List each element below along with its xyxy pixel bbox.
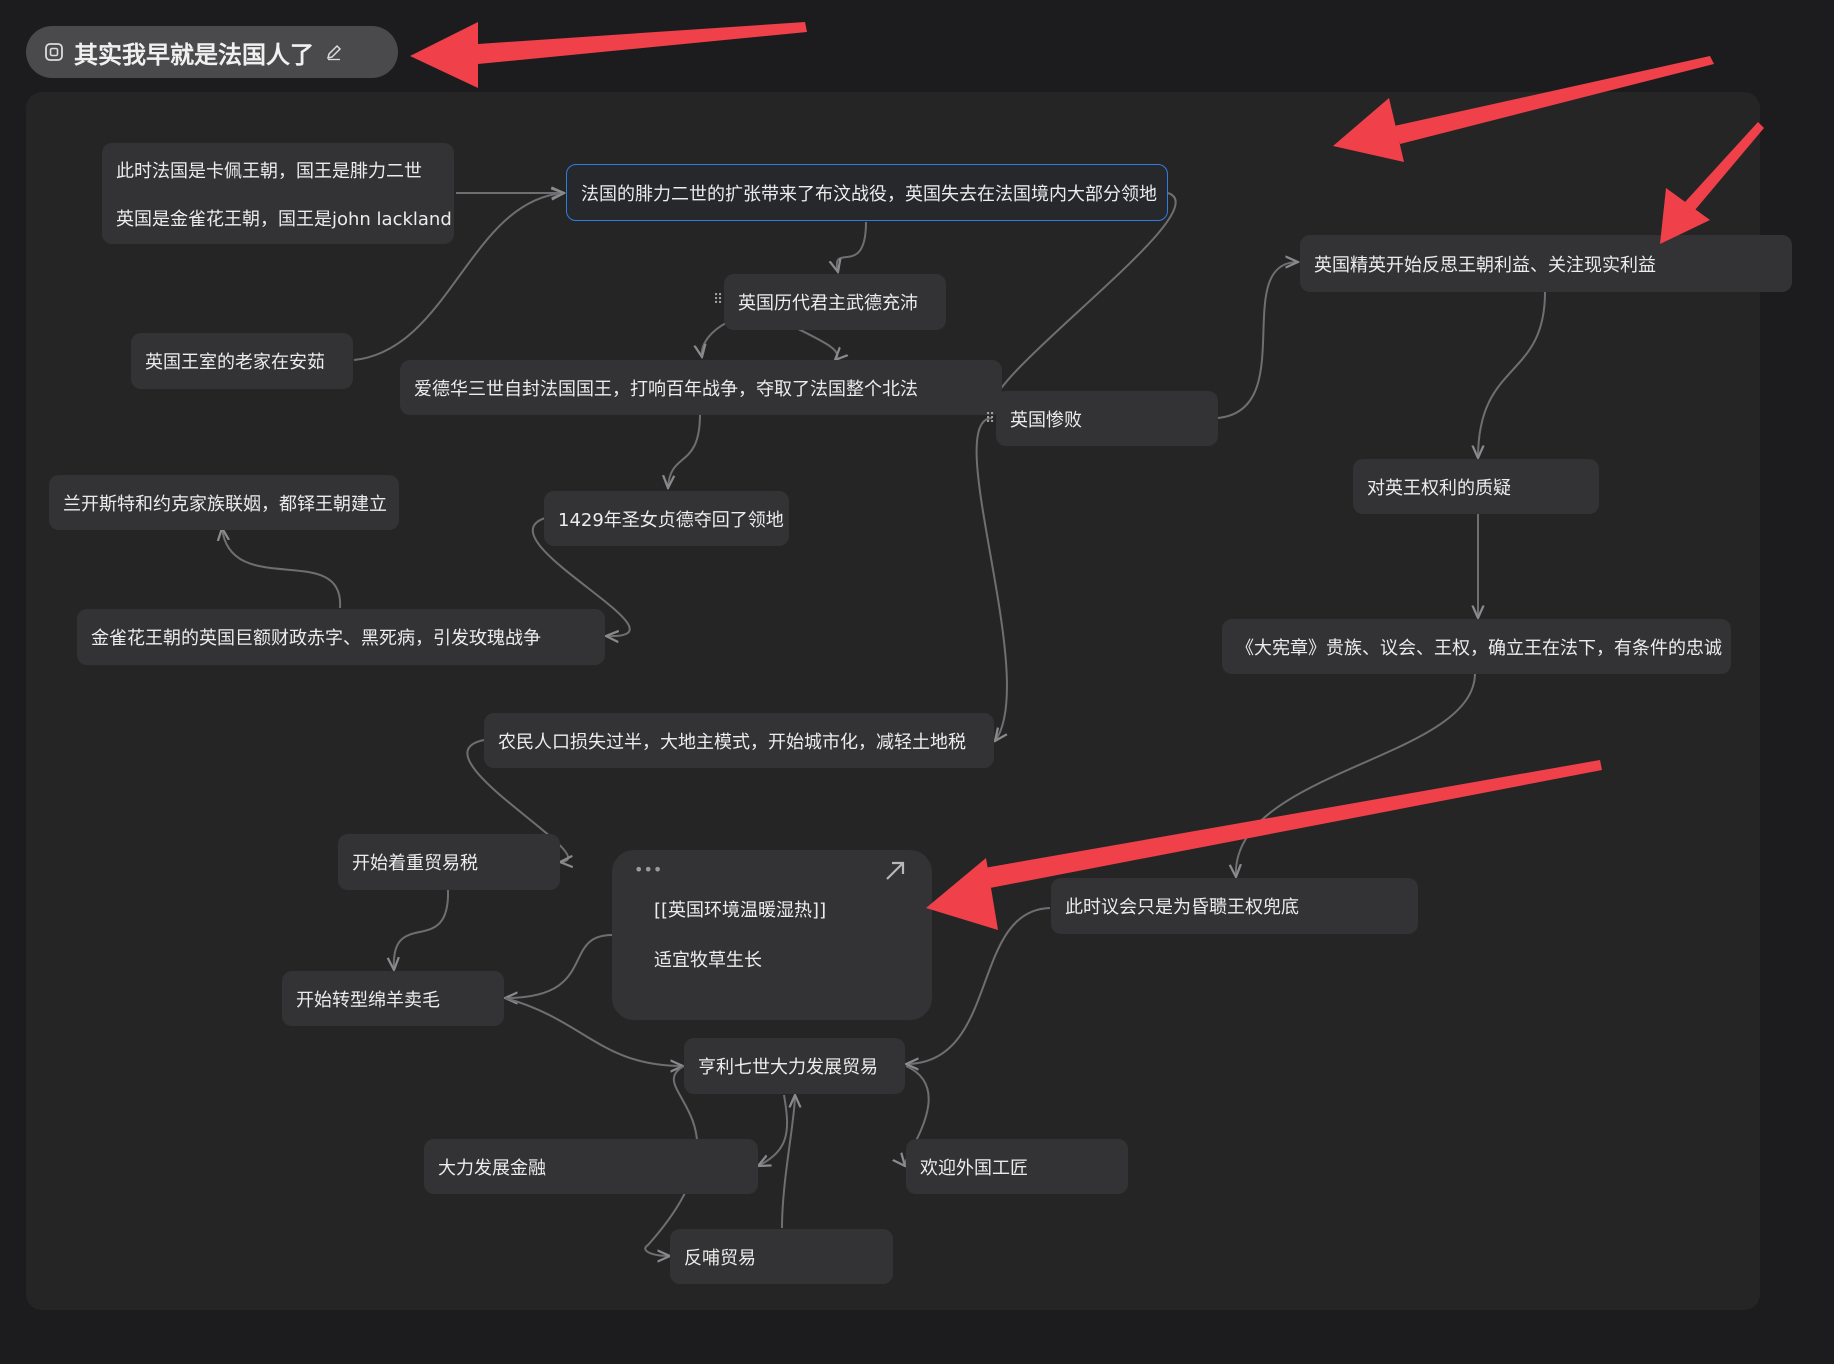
node-hundred-years-war[interactable]: 爱德华三世自封法国国王，打响百年战争，夺取了法国整个北法 — [400, 360, 1002, 415]
node-wars-of-roses[interactable]: 金雀花王朝的英国巨额财政赤字、黑死病，引发玫瑰战争 — [77, 609, 605, 665]
expand-icon[interactable] — [882, 858, 908, 888]
edge-card-n16 — [505, 934, 613, 998]
canvas-icon — [44, 42, 64, 62]
edge-n13-n14 — [466, 739, 568, 862]
node-joan-of-arc[interactable]: 1429年圣女贞德夺回了领地 — [544, 491, 789, 546]
edge-n6-n13 — [975, 417, 1008, 741]
edge-n9-n11 — [531, 517, 631, 636]
node-label: 爱德华三世自封法国国王，打响百年战争，夺取了法国整个北法 — [414, 378, 918, 400]
node-label: 开始着重贸易税 — [352, 853, 478, 874]
node-label: 欢迎外国工匠 — [920, 1157, 1028, 1179]
annotation-arrow — [926, 760, 1602, 930]
node-foreign-craftsmen[interactable]: 欢迎外国工匠 — [906, 1139, 1128, 1194]
node-label: 英国精英开始反思王朝利益、关注现实利益 — [1314, 254, 1656, 276]
node-line: 此时法国是卡佩王朝，国王是腓力二世 — [116, 160, 422, 182]
node-wool-trade[interactable]: 开始转型绵羊卖毛 — [282, 971, 504, 1026]
edge-n17-n19 — [905, 1065, 930, 1166]
node-capetian-plantagenet[interactable]: 此时法国是卡佩王朝，国王是腓力二世 英国是金雀花王朝，国王是john lackl… — [102, 143, 454, 244]
node-label: 《大宪章》贵族、议会、王权，确立王在法下，有条件的忠诚 — [1236, 637, 1722, 659]
node-magna-carta[interactable]: 《大宪章》贵族、议会、王权，确立王在法下，有条件的忠诚 — [1222, 619, 1731, 674]
node-label: 1429年圣女贞德夺回了领地 — [558, 509, 784, 531]
node-label: 农民人口损失过半，大地主模式，开始城市化，减轻土地税 — [498, 731, 966, 753]
annotation-arrow — [410, 22, 807, 88]
node-england-defeated[interactable]: 英国惨败 — [996, 391, 1218, 446]
node-bouvines-battle[interactable]: 法国的腓力二世的扩张带来了布汶战役，英国失去在法国境内大部分领地 — [566, 164, 1168, 221]
node-label: 英国惨败 — [1010, 409, 1082, 431]
more-icon[interactable]: ••• — [634, 860, 663, 879]
edge-n16-n17 — [504, 997, 683, 1066]
embedded-note-card[interactable]: ••• [[英国环境温暖湿热]] 适宜牧草生长 — [612, 850, 932, 1020]
edge-n12-n15 — [1236, 672, 1476, 877]
pencil-icon[interactable] — [324, 42, 344, 62]
node-finance[interactable]: 大力发展金融 — [424, 1139, 758, 1194]
note-link[interactable]: [[英国环境温暖湿热]] — [654, 900, 827, 921]
edge-n15-n17 — [906, 907, 1051, 1064]
drag-handle-icon[interactable]: ⠿ — [985, 411, 995, 427]
node-parliament-backstop[interactable]: 此时议会只是为昏聩王权兜底 — [1051, 878, 1418, 934]
node-anjou-origin[interactable]: 英国王室的老家在安茹 — [131, 333, 353, 389]
node-label: 大力发展金融 — [438, 1157, 546, 1179]
node-henry-vii-trade[interactable]: 亨利七世大力发展贸易 — [684, 1038, 905, 1094]
edge-n20-n17 — [781, 1095, 795, 1229]
canvas-title[interactable]: 其实我早就是法国人了 — [74, 40, 314, 69]
edge-n6-n7 — [1217, 262, 1298, 419]
node-trade-tax[interactable]: 开始着重贸易税 — [338, 834, 560, 890]
edge-n2-n4 — [837, 221, 867, 272]
node-label: 兰开斯特和约克家族联姻，都铎王朝建立 — [63, 493, 387, 515]
edge-n7-n10 — [1478, 291, 1546, 458]
note-text: 适宜牧草生长 — [654, 950, 762, 971]
edge-n17-n18 — [758, 1094, 789, 1166]
edge-n5-n9 — [668, 413, 701, 488]
edge-n11-n8 — [222, 528, 342, 609]
node-label: 金雀花王朝的英国巨额财政赤字、黑死病，引发玫瑰战争 — [91, 628, 541, 649]
node-peasant-population[interactable]: 农民人口损失过半，大地主模式，开始城市化，减轻土地税 — [484, 713, 994, 768]
drag-handle-icon[interactable]: ⠿ — [713, 292, 723, 308]
node-label: 法国的腓力二世的扩张带来了布汶战役，英国失去在法国境内大部分领地 — [581, 183, 1157, 205]
node-label: 此时议会只是为昏聩王权兜底 — [1065, 897, 1299, 918]
node-label: 开始转型绵羊卖毛 — [296, 989, 440, 1011]
node-line: 英国是金雀花王朝，国王是john lackland — [116, 208, 452, 230]
node-label: 英国王室的老家在安茹 — [145, 352, 325, 373]
canvas-title-pill[interactable]: 其实我早就是法国人了 — [26, 26, 398, 78]
annotation-arrow — [1333, 56, 1714, 162]
node-label: 对英王权利的质疑 — [1367, 477, 1511, 499]
node-elite-reflection[interactable]: 英国精英开始反思王朝利益、关注现实利益 — [1300, 235, 1792, 292]
node-question-royal-power[interactable]: 对英王权利的质疑 — [1353, 459, 1599, 514]
edge-n14-n16 — [394, 889, 450, 970]
node-label: 亨利七世大力发展贸易 — [698, 1057, 878, 1078]
node-feed-back-trade[interactable]: 反哺贸易 — [670, 1229, 893, 1284]
node-label: 反哺贸易 — [684, 1247, 756, 1269]
node-martial-monarchs[interactable]: 英国历代君主武德充沛 — [724, 274, 946, 330]
node-tudor-dynasty[interactable]: 兰开斯特和约克家族联姻，都铎王朝建立 — [49, 475, 399, 530]
edge-n3-n2 — [353, 193, 564, 361]
node-label: 英国历代君主武德充沛 — [738, 293, 918, 314]
annotation-arrow — [1660, 122, 1764, 244]
